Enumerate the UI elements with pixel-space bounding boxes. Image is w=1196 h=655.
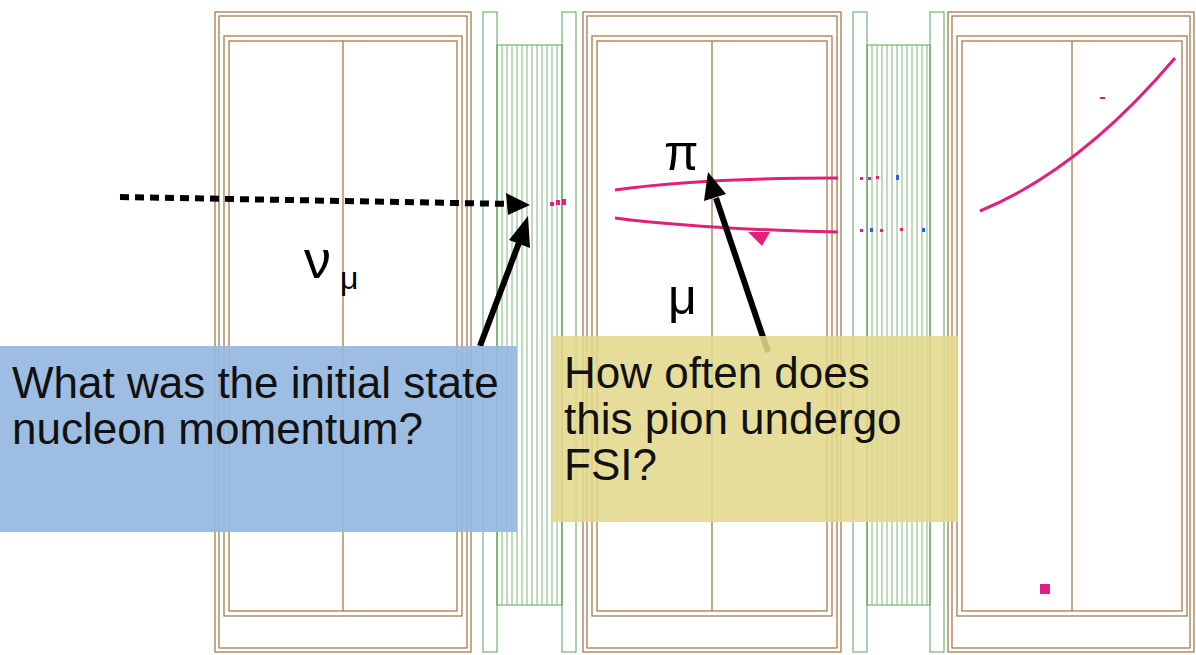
particle-label: μ (668, 272, 697, 322)
hits (550, 97, 1105, 594)
particle-label: μ (340, 262, 358, 294)
callout-arrows (480, 172, 768, 352)
callout-box: How often does this pion undergo FSI? (552, 336, 958, 522)
callout-box: What was the initial state nucleon momen… (0, 346, 517, 532)
hits-blue (870, 175, 925, 232)
particle-tracks (615, 58, 1175, 232)
callout-text: How often does this pion undergo FSI? (564, 350, 946, 489)
tracker-modules (483, 12, 944, 652)
particle-label: ν (304, 232, 331, 286)
arrowhead (506, 193, 530, 215)
callout-text: What was the initial state nucleon momen… (12, 360, 505, 452)
neutrino-path (120, 197, 512, 204)
particle-label: π (664, 128, 699, 178)
hcal-frames (215, 12, 1194, 652)
